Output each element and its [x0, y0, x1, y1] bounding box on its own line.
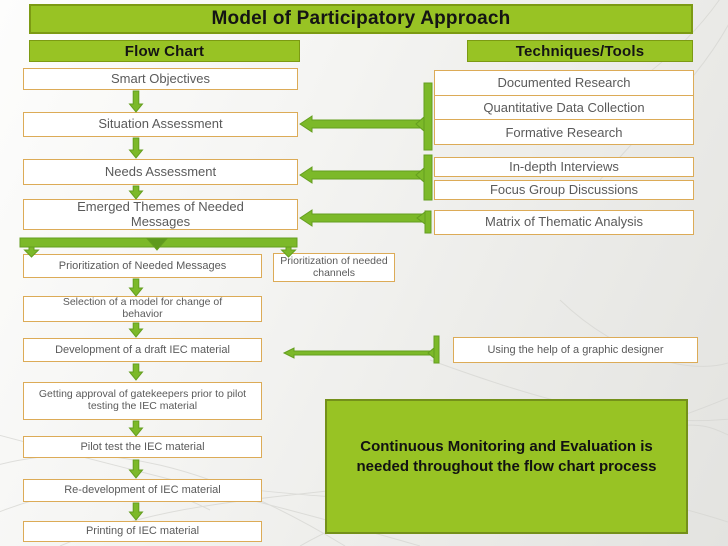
technique-graphic-designer: Using the help of a graphic designer — [453, 337, 698, 363]
flow-box-needs-assessment: Needs Assessment — [23, 159, 298, 185]
arrow-left-needs — [299, 166, 424, 184]
flow-box-prioritization-messages: Prioritization of Needed Messages — [23, 254, 262, 278]
arrow-down-4 — [128, 278, 144, 297]
flow-box-redevelopment: Re-development of IEC material — [23, 479, 262, 502]
arrow-down-1 — [128, 90, 144, 113]
splitter-bar — [19, 237, 298, 248]
flow-box-gatekeepers-approval: Getting approval of gatekeepers prior to… — [23, 382, 262, 420]
technique-focus-groups: Focus Group Discussions — [434, 180, 694, 200]
arrow-left-situation — [299, 115, 424, 133]
arrow-down-2 — [128, 137, 144, 159]
bracket-bar-designer — [433, 335, 440, 364]
techniques-tools-header: Techniques/Tools — [467, 40, 693, 62]
arrow-down-6 — [128, 363, 144, 381]
continuous-monitoring-note: Continuous Monitoring and Evaluation is … — [325, 399, 688, 534]
arrow-down-5 — [128, 322, 144, 338]
arrow-down-3 — [128, 185, 144, 200]
arrow-down-8 — [128, 459, 144, 479]
splitter-center-arrowhead — [145, 238, 169, 251]
technique-quantitative-data: Quantitative Data Collection — [435, 94, 693, 120]
flow-box-emerged-themes: Emerged Themes of Needed Messages — [23, 199, 298, 230]
technique-matrix-thematic-analysis: Matrix of Thematic Analysis — [434, 210, 694, 235]
junction-notch-3 — [416, 211, 426, 225]
flow-box-pilot-test: Pilot test the IEC material — [23, 436, 262, 458]
flow-box-printing: Printing of IEC material — [23, 521, 262, 542]
technique-documented-research: Documented Research — [497, 75, 631, 91]
technique-formative-research: Formative Research — [435, 119, 693, 144]
techniques-group-research: Documented Research Quantitative Data Co… — [434, 70, 694, 145]
flow-box-development-draft: Development of a draft IEC material — [23, 338, 262, 362]
arrow-left-emerged — [299, 209, 426, 227]
flow-box-smart-objectives: Smart Objectives — [23, 68, 298, 90]
flow-box-prioritization-channels: Prioritization of needed channels — [273, 253, 395, 282]
junction-notch-2 — [415, 166, 425, 184]
bracket-bar-interviews — [423, 154, 433, 201]
flow-box-situation-assessment: Situation Assessment — [23, 112, 298, 137]
bracket-bar-matrix — [424, 210, 432, 234]
arrow-down-7 — [128, 420, 144, 437]
flow-chart-header: Flow Chart — [29, 40, 300, 62]
arrow-down-9 — [128, 502, 144, 521]
technique-indepth-interviews: In-depth Interviews — [434, 157, 694, 177]
bracket-bar-research — [423, 82, 433, 151]
arrow-left-designer — [282, 347, 435, 359]
junction-notch-1 — [415, 115, 425, 133]
flow-box-selection-model: Selection of a model for change of behav… — [23, 296, 262, 322]
slide-title: Model of Participatory Approach — [29, 4, 693, 34]
junction-notch-4 — [427, 346, 435, 360]
